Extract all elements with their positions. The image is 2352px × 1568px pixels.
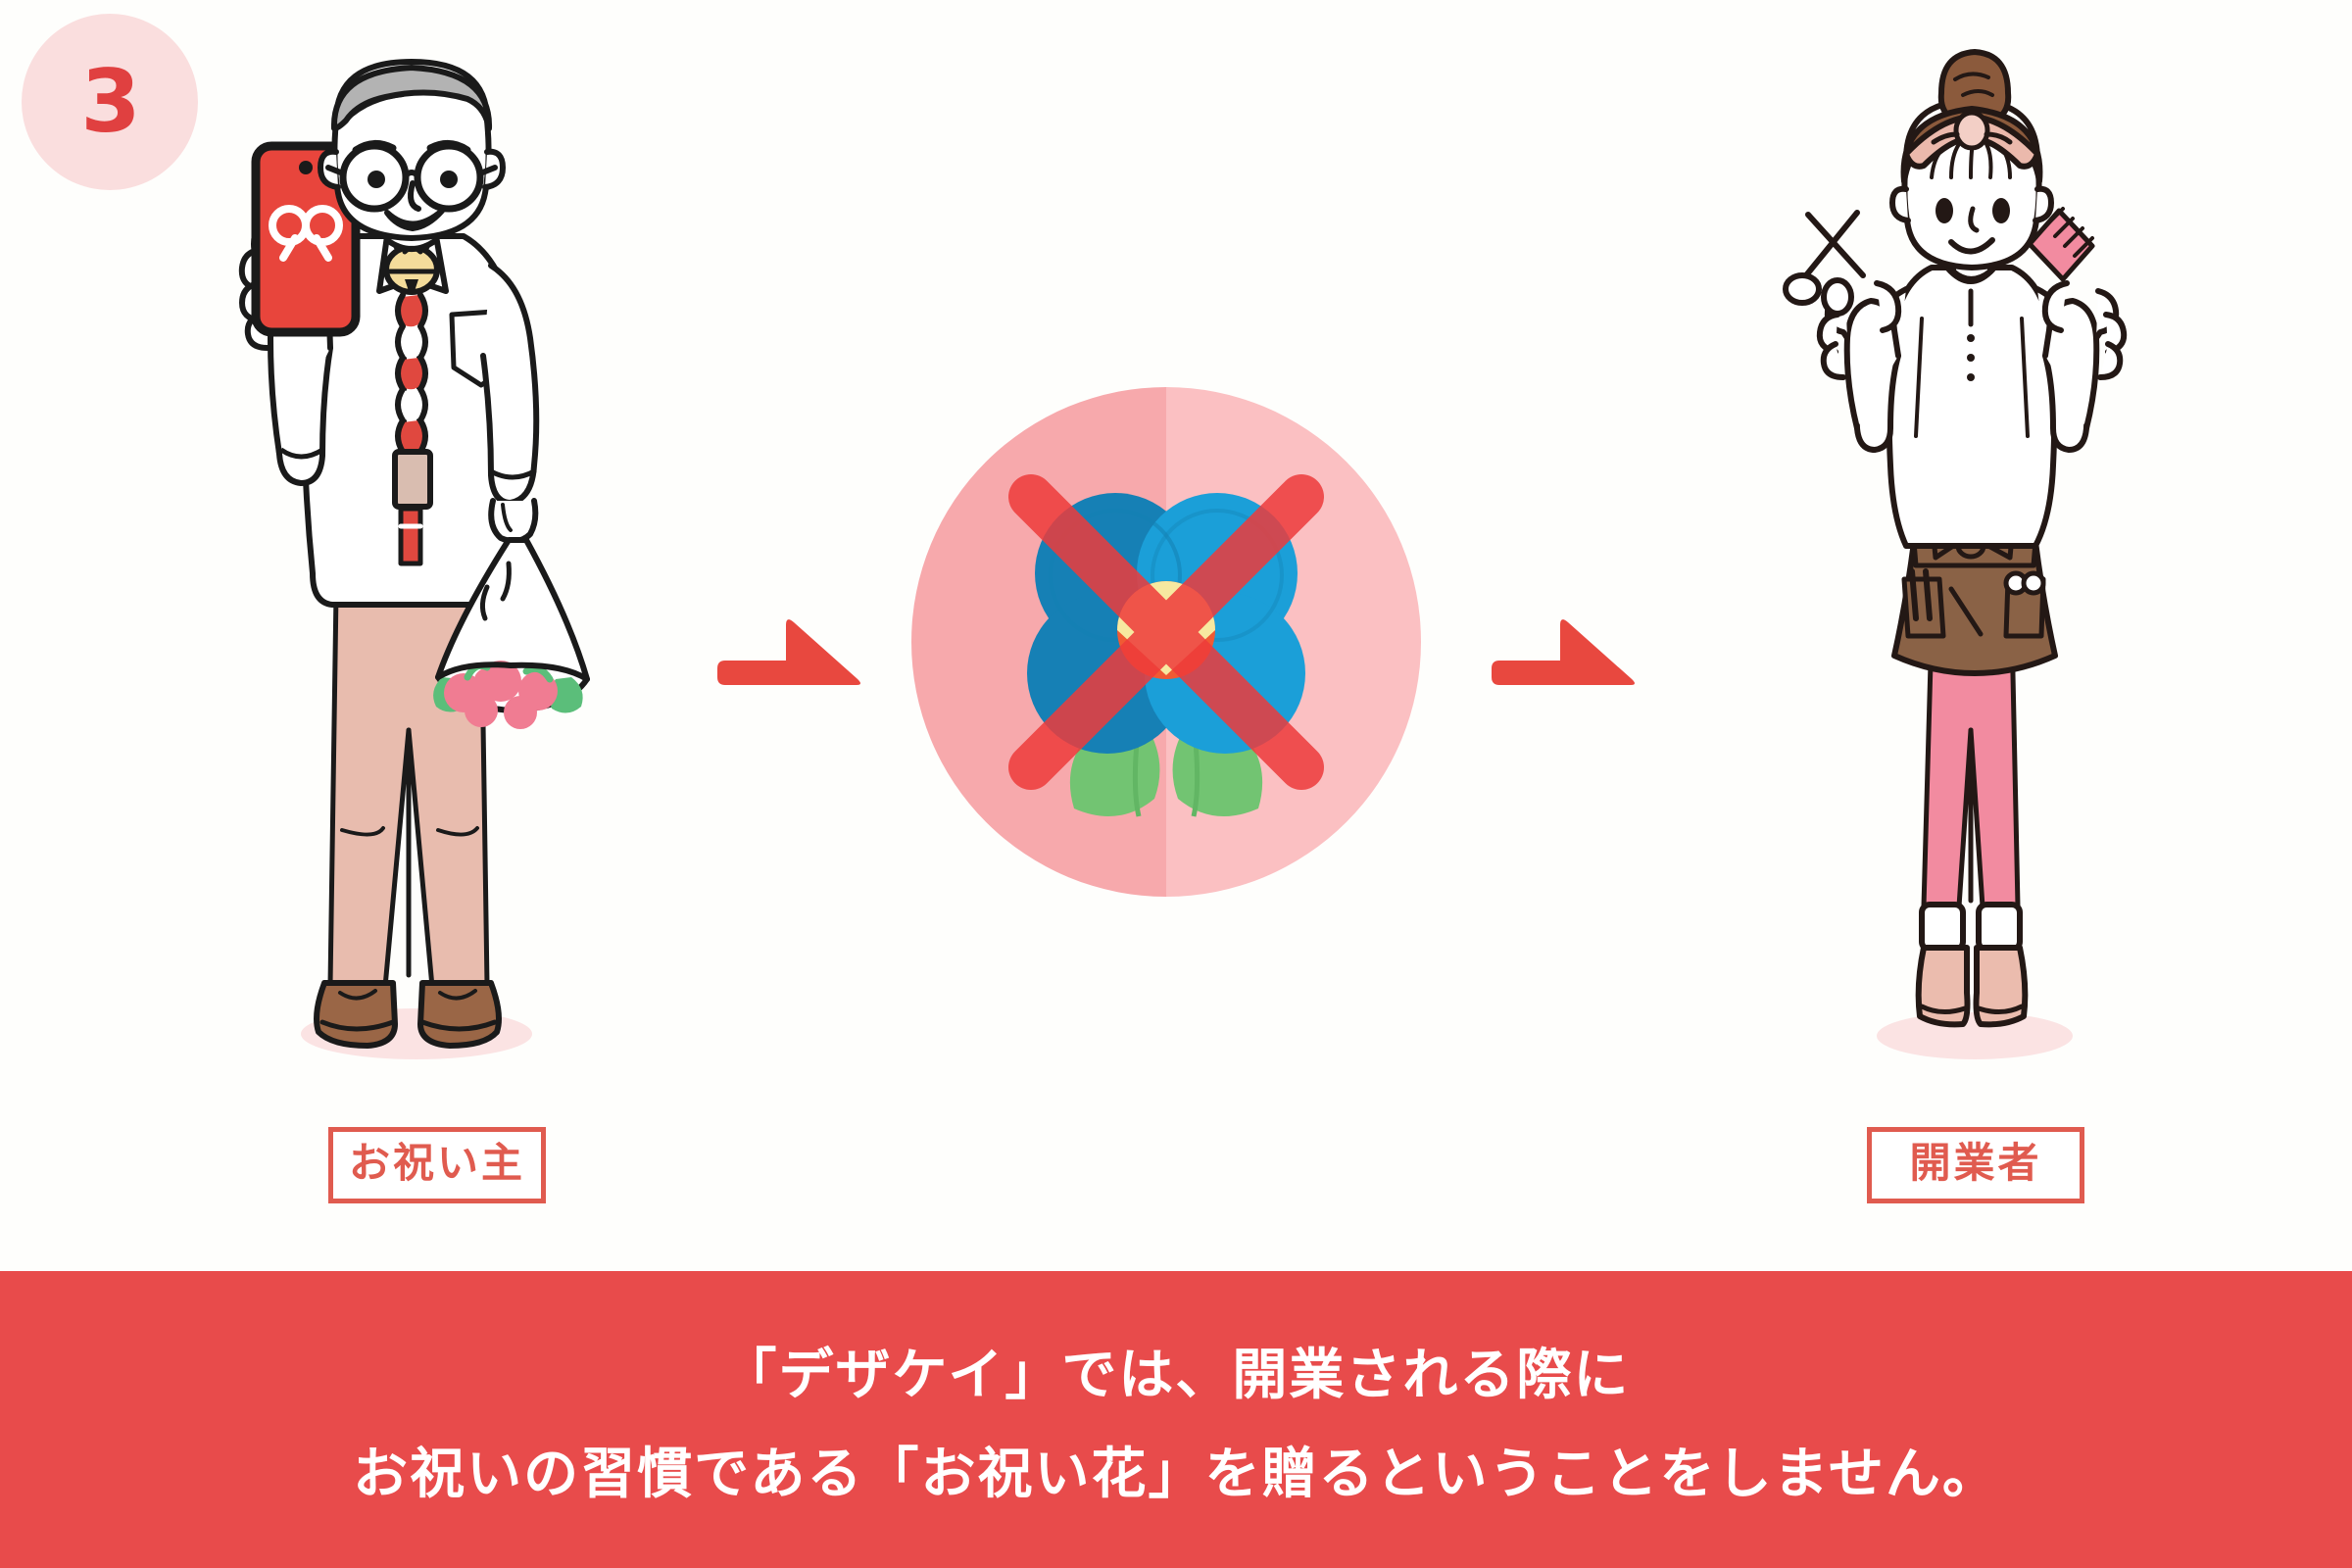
figure-celebration-giver: [211, 44, 622, 1102]
step-number: 3: [80, 51, 140, 152]
arrow-right-icon-2: [1470, 608, 1656, 725]
role-label-text: お祝い主: [349, 1138, 526, 1187]
role-label-business-opener: 開業者: [1867, 1127, 2084, 1203]
banner-line-2: お祝いの習慣である「お祝い花」を贈るということをしません。: [353, 1442, 1999, 1506]
role-label-celebration-giver: お祝い主: [328, 1127, 546, 1203]
step-number-badge: 3: [22, 14, 198, 190]
no-celebration-flower-icon: [911, 387, 1421, 897]
banner-line-1: 「デザケイ」では、開業される際に: [721, 1343, 1631, 1407]
figure-business-opener: [1769, 44, 2180, 1102]
bottom-message-banner: 「デザケイ」では、開業される際に お祝いの習慣である「お祝い花」を贈るということ…: [0, 1271, 2352, 1568]
arrow-right-icon-1: [696, 608, 882, 725]
role-label-text: 開業者: [1909, 1138, 2042, 1187]
